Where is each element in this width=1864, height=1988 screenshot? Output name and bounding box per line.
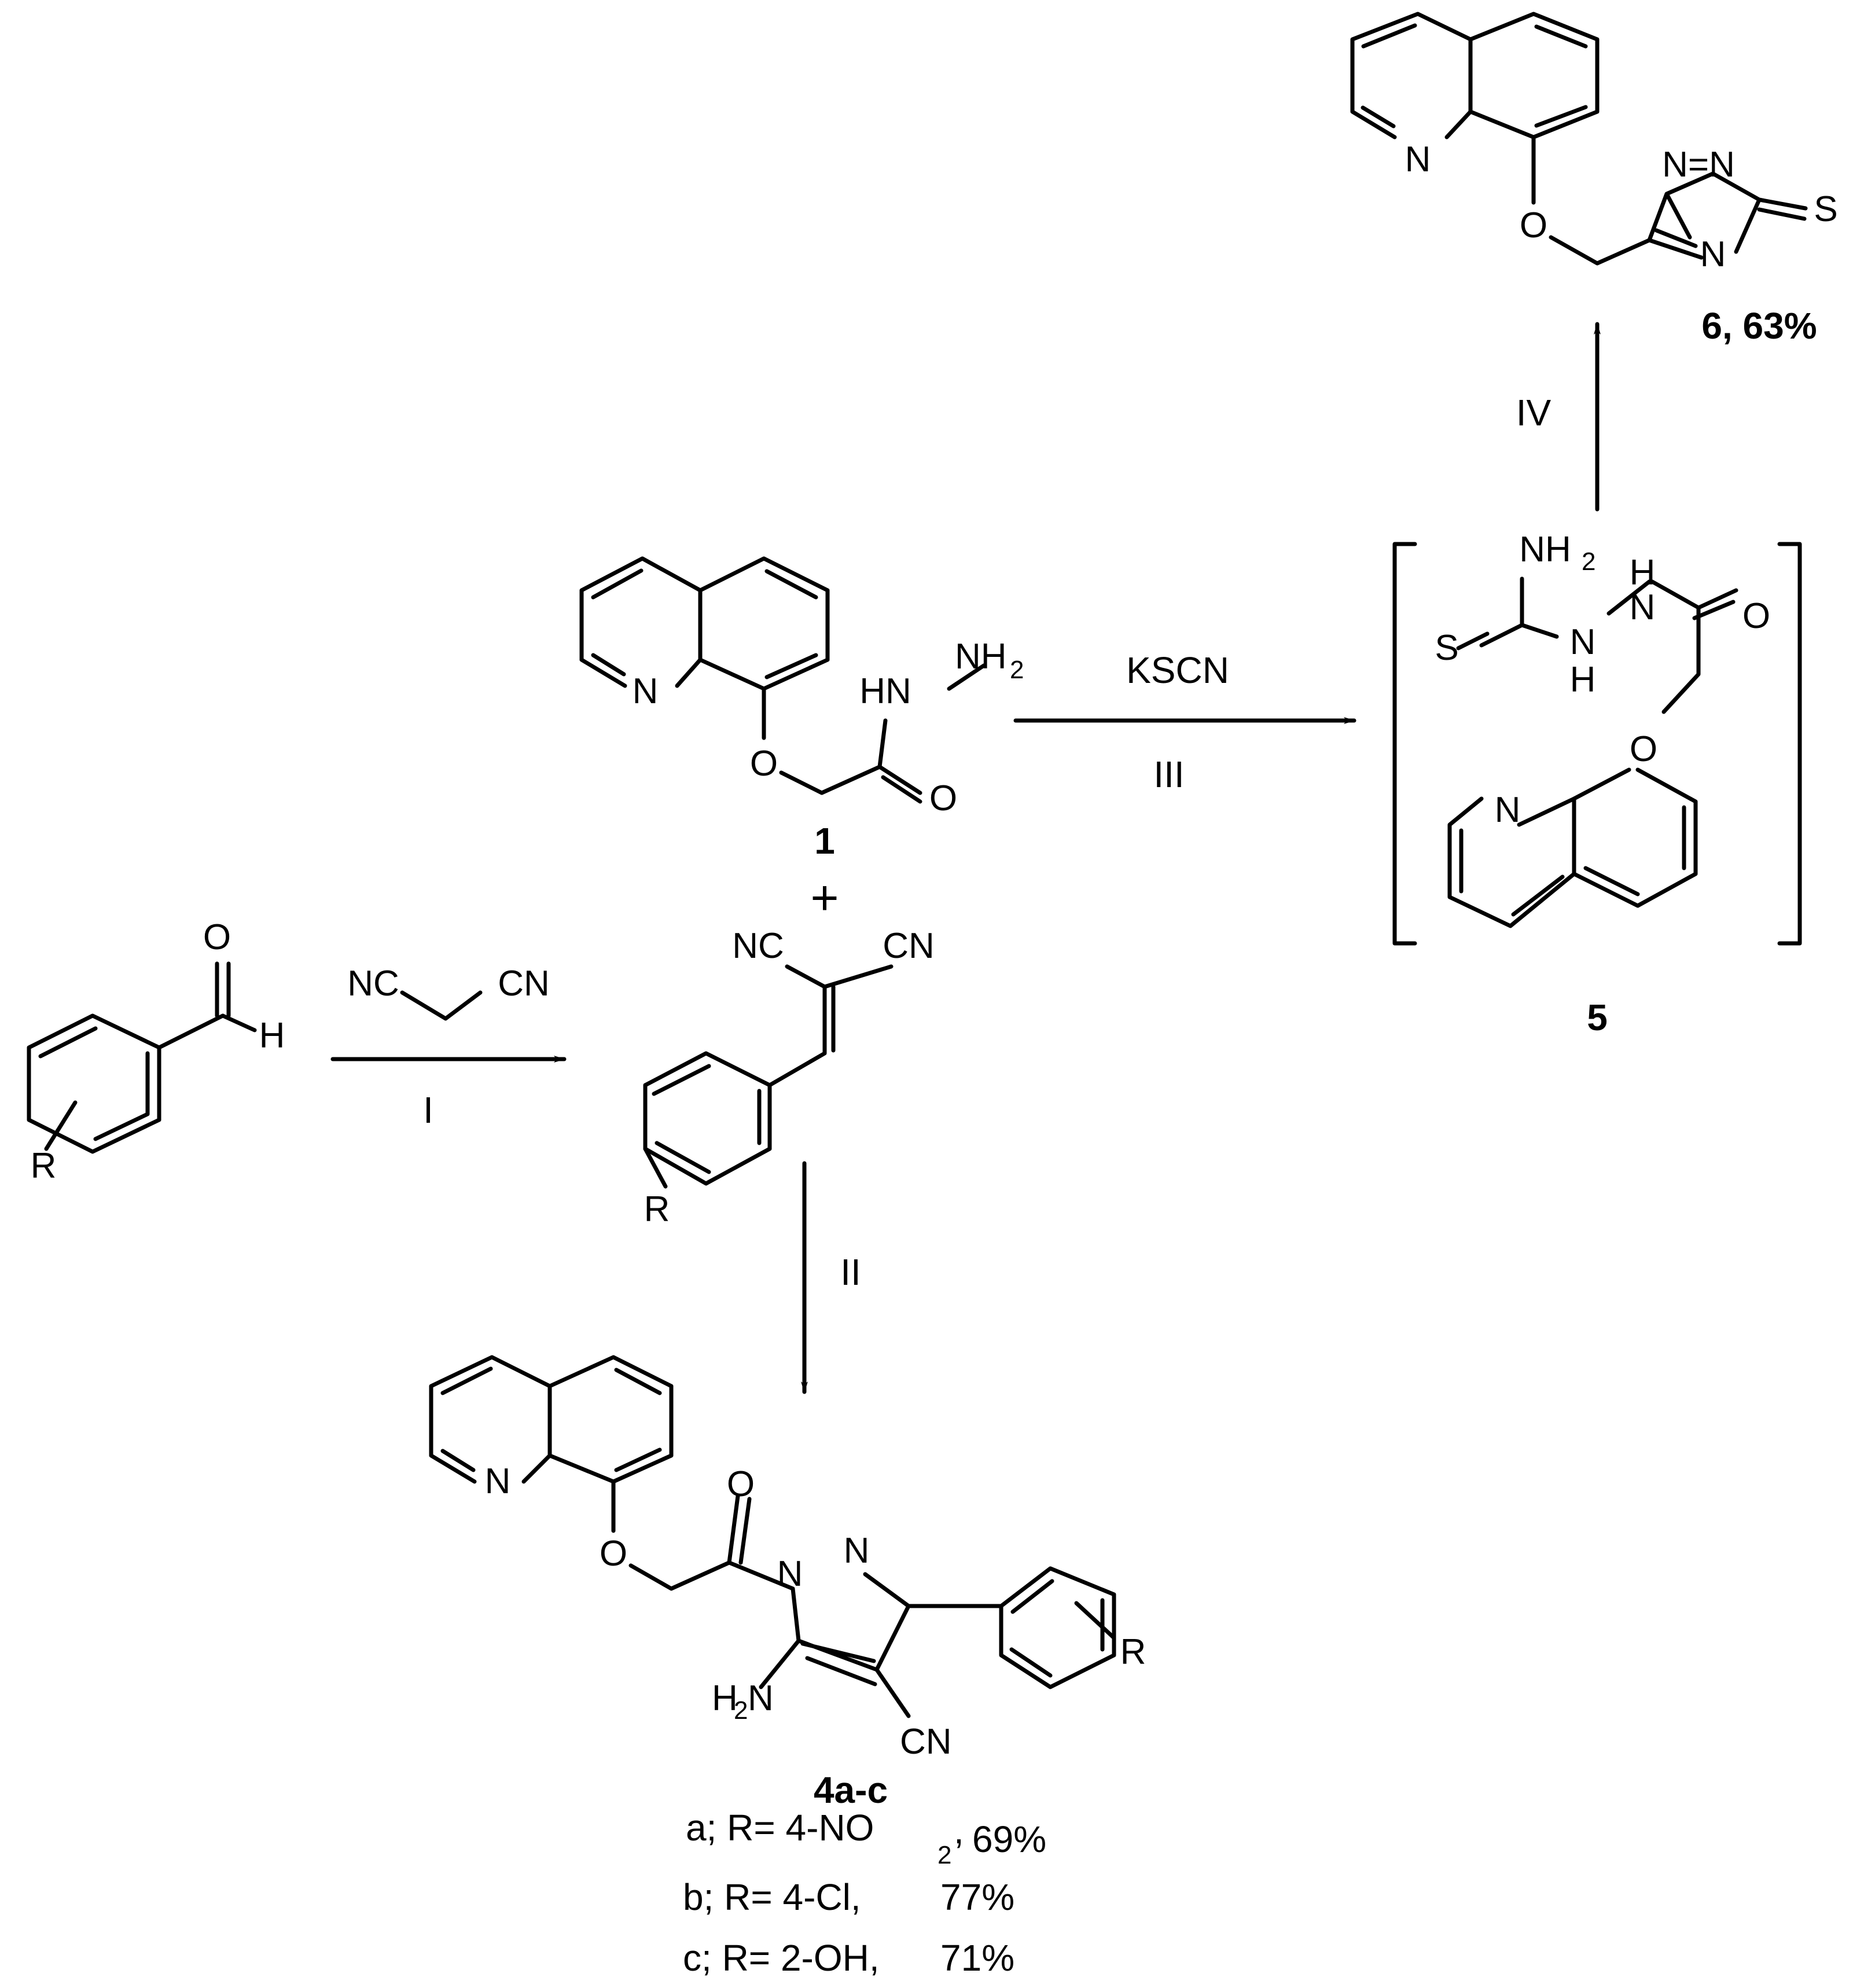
atom-nh2: NH: [1519, 530, 1571, 569]
compound-5-label: 5: [1587, 997, 1608, 1038]
condition-iii: III: [1153, 754, 1184, 795]
atom-cn: CN: [883, 926, 935, 966]
atom-o: O: [600, 1534, 627, 1574]
atom-nh2-sub: 2: [1010, 656, 1024, 684]
atom-o: O: [1520, 205, 1547, 245]
compound-5: NH 2 S N H H N O O N 5: [1392, 530, 1802, 1038]
atom-n-eq-n: N=N: [1662, 145, 1735, 185]
atom-r: R: [1120, 1632, 1146, 1672]
benzylidenemalononitrile: NC CN R: [643, 926, 935, 1229]
atom-r: R: [644, 1189, 670, 1229]
atom-nc: NC: [732, 926, 784, 966]
atom-nc: NC: [347, 964, 399, 1004]
variant-a-prefix: a; R= 4-NO: [686, 1807, 874, 1849]
condition-iv: IV: [1516, 392, 1552, 433]
atom-h2n: H: [712, 1678, 738, 1718]
atom-o: O: [750, 744, 778, 784]
atom-cn: CN: [900, 1722, 952, 1762]
variant-list: a; R= 4-NO 2 , 69% b; R= 4-Cl, 77% c; R=…: [683, 1807, 1046, 1979]
atom-s: S: [1814, 189, 1837, 229]
compound-1: N O O HN NH 2 1: [579, 556, 1024, 862]
atom-h: H: [1630, 553, 1656, 593]
atom-n: N: [1405, 139, 1431, 179]
atom-n: N: [485, 1461, 511, 1501]
atom-n: N: [844, 1531, 870, 1571]
atom-o: O: [203, 917, 231, 957]
compound-6: N O N=N N S 6, 63%: [1350, 12, 1838, 347]
variant-a-comma: ,: [954, 1810, 964, 1851]
benzaldehyde: O H R: [27, 917, 285, 1186]
atom-n: N: [1630, 587, 1656, 627]
variant-a-yield: 69%: [972, 1818, 1046, 1860]
variant-a-sub: 2: [937, 1841, 951, 1869]
atom-n: N: [777, 1554, 803, 1594]
condition-i: I: [423, 1089, 433, 1131]
atom-h2n-n: N: [748, 1678, 774, 1718]
compound-6-label: 6, 63%: [1701, 305, 1817, 347]
atom-cn: CN: [498, 964, 550, 1004]
atom-h: H: [259, 1016, 285, 1056]
atom-n: N: [1570, 622, 1596, 662]
variant-b-prefix: b; R= 4-Cl,: [683, 1876, 861, 1918]
compound-1-label: 1: [814, 820, 835, 862]
malononitrile-reagent: NC CN: [347, 964, 550, 1021]
plus-sign: +: [810, 870, 839, 925]
atom-h: H: [1570, 660, 1596, 700]
atom-hn: HN: [859, 671, 911, 711]
reagent-kscn: KSCN: [1126, 649, 1229, 691]
condition-ii: II: [840, 1251, 861, 1293]
compound-4-label: 4a-c: [814, 1769, 888, 1811]
atom-n: N: [633, 671, 659, 711]
variant-c-prefix: c; R= 2-OH,: [683, 1937, 880, 1979]
atom-n: N: [1495, 790, 1521, 830]
atom-n: N: [1700, 234, 1726, 274]
variant-c-yield: 71%: [940, 1937, 1014, 1979]
atom-r: R: [31, 1146, 57, 1186]
atom-o: O: [1630, 729, 1657, 769]
atom-o: O: [929, 778, 957, 818]
atom-nh2: NH: [955, 637, 1007, 677]
atom-s: S: [1435, 628, 1458, 668]
atom-nh2-sub: 2: [1582, 547, 1595, 576]
variant-b-yield: 77%: [940, 1876, 1014, 1918]
compound-4a-c: N O O N N R H 2 N CN 4a-c: [429, 1355, 1146, 1811]
atom-h2n-sub: 2: [734, 1696, 748, 1725]
atom-o: O: [727, 1464, 755, 1504]
atom-o: O: [1742, 596, 1770, 636]
